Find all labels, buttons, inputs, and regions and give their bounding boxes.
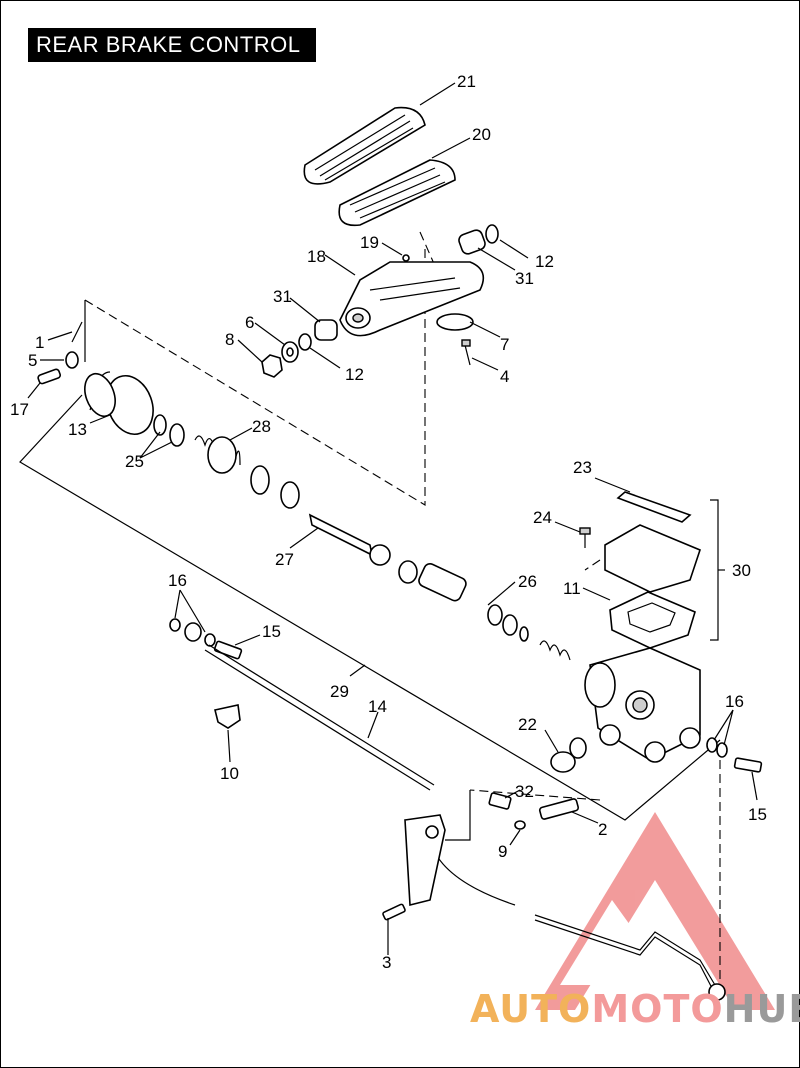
part-4-screw	[461, 339, 471, 366]
part-28-spring	[194, 435, 241, 474]
part-16-washers-left	[169, 618, 216, 647]
callout-2: 2	[598, 820, 607, 839]
callout-23: 23	[573, 458, 592, 477]
part-19-fitting	[402, 254, 410, 262]
part-15-banjo-bolt-left	[213, 640, 243, 660]
callout-27: 27	[275, 550, 294, 569]
push-rod-linkage	[534, 914, 726, 1001]
part-12-washer-lower	[298, 333, 312, 351]
part-12-washer-upper	[485, 224, 499, 244]
part-10-clip	[214, 704, 241, 729]
part-7-washer	[436, 313, 474, 331]
part-16-washers-right	[706, 737, 728, 758]
callout-8: 8	[225, 330, 234, 349]
callout-labels: 21 20 19 12 31 18 31 6 8 12 7 4 1 5 17 1…	[10, 72, 767, 972]
callout-13: 13	[68, 420, 87, 439]
part-25-retaining-ring	[153, 414, 185, 447]
part-18-brake-pedal	[339, 261, 485, 337]
callout-22: 22	[518, 715, 537, 734]
watermark-part-auto: AUTO	[470, 987, 592, 1031]
pedal-bracket	[404, 814, 446, 907]
callout-21: 21	[457, 72, 476, 91]
part-13-boot	[84, 371, 154, 435]
part-27-pushrod	[250, 465, 391, 566]
part-14-brake-line	[204, 644, 516, 906]
part-15-banjo-bolt-right	[733, 757, 763, 773]
part-30-reservoir-cover	[604, 524, 701, 593]
callout-3: 3	[382, 953, 391, 972]
callout-26: 26	[518, 572, 537, 591]
watermark-text: AUTOMOTOHUB	[470, 985, 800, 1033]
part-21-pad-cover	[303, 106, 426, 185]
callout-30: 30	[732, 561, 751, 580]
part-11-gasket	[609, 591, 696, 649]
callout-31-upper: 31	[515, 269, 534, 288]
callout-15-right: 15	[748, 805, 767, 824]
callout-14: 14	[368, 697, 387, 716]
callout-7: 7	[500, 335, 509, 354]
callout-28: 28	[252, 417, 271, 436]
master-cylinder-body	[584, 647, 701, 763]
callout-1: 1	[35, 333, 44, 352]
callout-12-upper: 12	[535, 252, 554, 271]
part-31-bushing-upper	[458, 229, 486, 255]
callout-15-left: 15	[262, 622, 281, 641]
part-6-washer	[281, 341, 299, 363]
leader-lines	[27, 82, 758, 955]
part-22-plug	[550, 737, 587, 773]
callout-18: 18	[307, 247, 326, 266]
callout-12-lower: 12	[345, 365, 364, 384]
part-3-bolt	[382, 903, 406, 921]
part-8-nut	[261, 354, 283, 378]
callout-11: 11	[563, 579, 581, 598]
part-17-clevis-pin	[37, 368, 62, 385]
part-5-washer	[65, 351, 79, 369]
callout-9: 9	[498, 842, 507, 861]
callout-16-right: 16	[725, 692, 744, 711]
callout-20: 20	[472, 125, 491, 144]
callout-25: 25	[125, 452, 144, 471]
callout-4: 4	[500, 367, 509, 386]
part-32-switch	[488, 792, 512, 810]
callout-24: 24	[533, 508, 552, 527]
part-2-bolt	[538, 798, 580, 820]
callout-17: 17	[10, 400, 29, 419]
part-23-label	[616, 491, 692, 523]
callout-29: 29	[330, 682, 349, 701]
callout-10: 10	[220, 764, 239, 783]
part-20-foot-pad	[338, 159, 456, 227]
callout-32: 32	[515, 782, 534, 801]
part-31-bushing-lower	[314, 319, 338, 341]
part-9-fitting	[514, 820, 526, 830]
callout-5: 5	[28, 351, 37, 370]
callout-16-left: 16	[168, 571, 187, 590]
watermark-part-hub: HUB	[723, 987, 800, 1031]
part-26-piston	[398, 560, 571, 661]
callout-19: 19	[360, 233, 379, 252]
callout-6: 6	[245, 313, 254, 332]
watermark-part-moto: MOTO	[591, 987, 724, 1031]
diagram-title: REAR BRAKE CONTROL	[28, 28, 316, 62]
part-24-screw	[579, 527, 591, 548]
watermark-logo-icon	[535, 812, 775, 1010]
callout-31-lower: 31	[273, 287, 292, 306]
part-1-cotter-pin	[71, 321, 83, 343]
